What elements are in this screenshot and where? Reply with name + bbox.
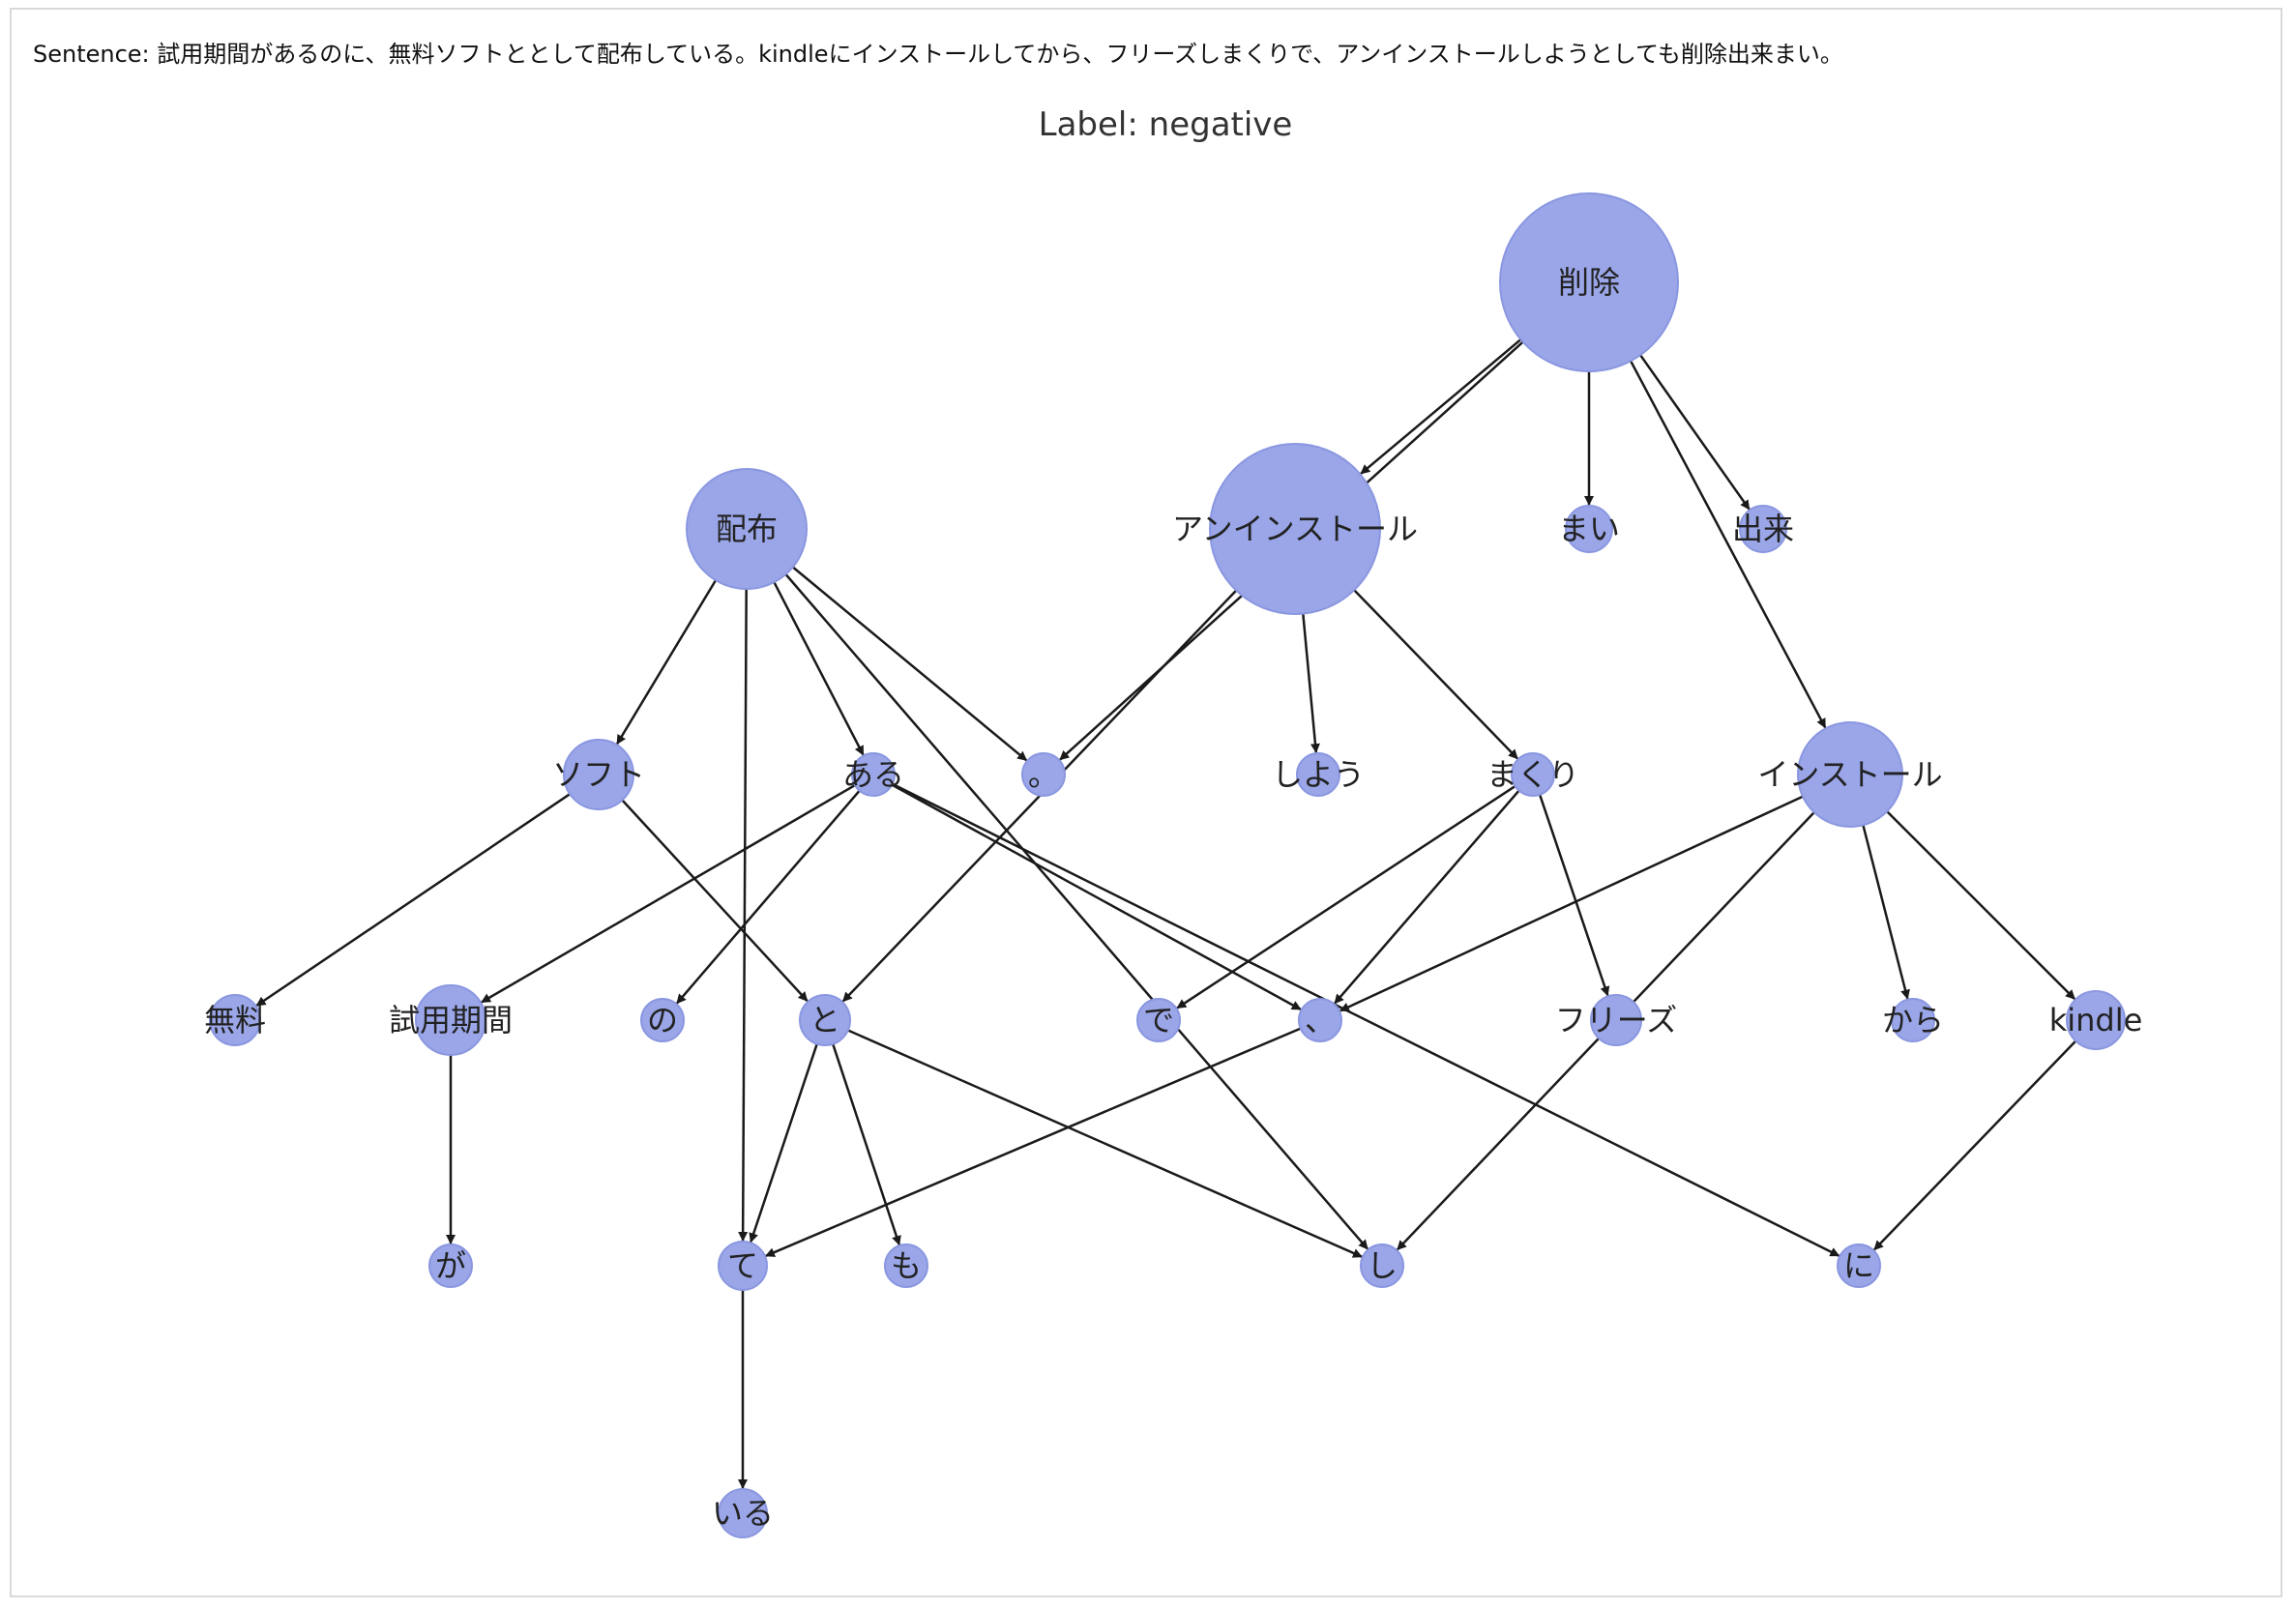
edge-aru-no (676, 789, 861, 1005)
edge-aru-ni (892, 782, 1840, 1257)
node-iru (718, 1488, 768, 1538)
edge-soft-muryou (255, 793, 571, 1007)
node-label-ga: が (435, 1247, 466, 1284)
node-label-maru: 。 (1028, 756, 1059, 793)
node-label-muryou: 無料 (204, 1002, 266, 1039)
node-label-iru: いる (712, 1495, 774, 1532)
edge-aru-ten (891, 783, 1302, 1010)
node-makuri (1511, 752, 1555, 797)
edges-layer (255, 338, 2077, 1489)
node-label-de: で (1143, 1002, 1174, 1039)
node-label-haifu: 配布 (716, 511, 778, 547)
node-label-makuri: まくり (1487, 756, 1579, 793)
node-label-ten: 、 (1305, 1002, 1336, 1039)
node-label-uninstall: アンインストール (1172, 511, 1418, 547)
node-label-kara: から (1882, 1002, 1944, 1039)
node-label-aru: ある (842, 756, 904, 793)
node-label-te: て (727, 1247, 758, 1284)
node-label-deki: 出来 (1732, 511, 1794, 547)
node-kara (1891, 998, 1935, 1042)
node-ten (1298, 998, 1342, 1042)
node-deki (1739, 505, 1787, 553)
edge-haifu-te (738, 588, 749, 1242)
edge-aru-shiyoukikan (481, 784, 856, 1004)
node-install (1797, 721, 1903, 828)
node-shi (1360, 1243, 1404, 1288)
node-uninstall (1209, 443, 1381, 615)
edge-ten-te (764, 1027, 1302, 1257)
node-label-kindle: kindle (2049, 1002, 2143, 1039)
node-shiyou (1296, 752, 1340, 797)
node-label-ni: に (1843, 1247, 1874, 1284)
edge-sakujo-uninstall (1360, 338, 1522, 475)
node-label-shiyoukikan: 試用期間 (389, 1002, 513, 1039)
edge-soft-to (621, 799, 809, 1002)
edge-haifu-aru (773, 581, 865, 756)
edge-haifu-soft (616, 579, 718, 746)
node-label-mai: まい (1558, 511, 1620, 547)
edge-to-te (749, 1043, 818, 1243)
node-to (799, 994, 851, 1046)
edge-haifu-shi (784, 573, 1369, 1250)
node-de (1136, 998, 1181, 1042)
node-label-shi: し (1367, 1247, 1398, 1284)
node-label-mo: も (891, 1247, 922, 1284)
node-label-to: と (809, 1002, 840, 1039)
node-mai (1565, 505, 1613, 553)
node-label-sakujo: 削除 (1558, 264, 1620, 301)
node-label-no: の (647, 1002, 678, 1039)
nodes-layer (209, 192, 2126, 1538)
edge-install-kara (1862, 824, 1910, 1000)
node-label-freeze: フリーズ (1555, 1002, 1677, 1039)
node-label-install: インストール (1757, 756, 1942, 793)
edge-install-kindle (1886, 810, 2075, 1000)
node-ga (428, 1243, 473, 1288)
node-freeze (1590, 994, 1642, 1046)
node-no (640, 998, 685, 1042)
edge-install-ten (1339, 795, 1804, 1012)
node-label-shiyou: しよう (1272, 756, 1365, 793)
node-soft (563, 739, 634, 810)
node-muryou (209, 994, 261, 1046)
edge-makuri-de (1176, 785, 1516, 1009)
sentence-body: 試用期間があるのに、無料ソフトととして配布している。kindleにインストールし… (157, 41, 1843, 68)
node-kindle (2066, 990, 2126, 1050)
node-label-soft: ソフト (552, 756, 645, 793)
sentence-prefix: Sentence: (33, 41, 158, 68)
node-maru (1021, 752, 1066, 797)
edge-makuri-ten (1334, 789, 1520, 1005)
edge-makuri-freeze (1538, 794, 1610, 997)
edge-to-mo (832, 1043, 901, 1246)
node-shiyoukikan (415, 984, 486, 1056)
edge-sakujo-deki (1639, 354, 1751, 511)
node-te (718, 1241, 768, 1291)
node-ni (1837, 1243, 1881, 1288)
edge-haifu-maru (792, 566, 1028, 762)
figure-frame: Sentence: 試用期間があるのに、無料ソフトととして配布している。kind… (10, 8, 2282, 1597)
node-sakujo (1499, 192, 1679, 372)
node-haifu (686, 468, 808, 590)
edge-to-shi (847, 1029, 1363, 1258)
sentence-text: Sentence: 試用期間があるのに、無料ソフトととして配布している。kind… (33, 35, 1843, 69)
graph-title: Label: negative (1039, 105, 1293, 144)
node-mo (884, 1243, 928, 1288)
edge-uninstall-makuri (1353, 589, 1518, 760)
edge-sakujo-install (1629, 360, 1827, 729)
edge-kindle-ni (1873, 1039, 2077, 1251)
edge-uninstall-shiyou (1302, 613, 1320, 754)
node-aru (851, 752, 896, 797)
